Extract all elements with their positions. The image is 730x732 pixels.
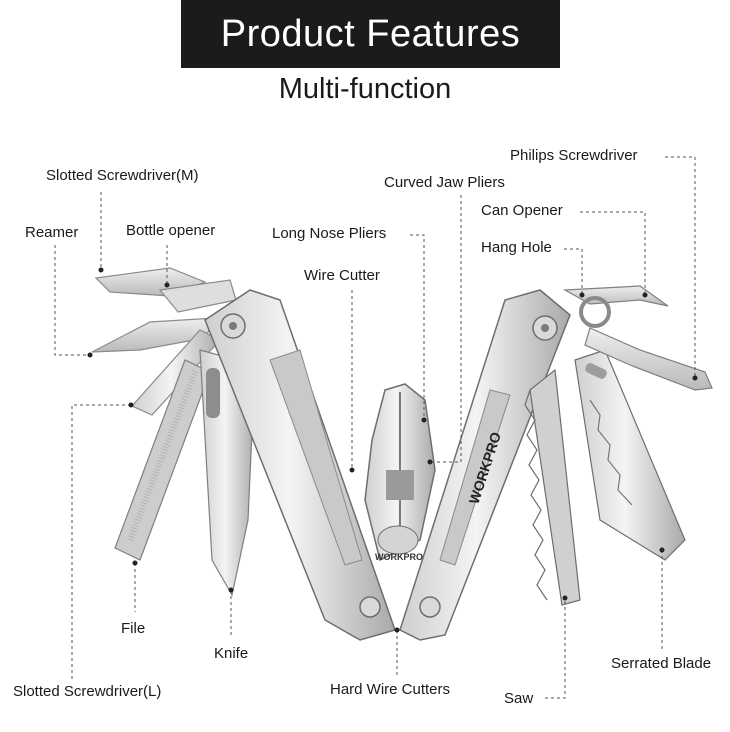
leader-hang-hole (564, 248, 583, 295)
label-wire-cutter: Wire Cutter (304, 267, 380, 284)
philips-screwdriver-tool (584, 327, 713, 391)
label-bottle-opener: Bottle opener (126, 222, 216, 239)
leader-can-opener (580, 211, 646, 295)
label-hang-hole: Hang Hole (481, 239, 552, 256)
label-reamer: Reamer (25, 224, 79, 241)
leader-lines (54, 156, 696, 699)
leader-dots (87, 267, 698, 633)
label-file: File (121, 620, 146, 637)
label-slotted-screwdriver-m: Slotted Screwdriver(M) (46, 167, 199, 184)
leader-long-nose-pliers (410, 234, 425, 420)
leader-philips-screwdriver (665, 156, 696, 378)
saw-tool (524, 368, 581, 606)
leader-reamer (54, 245, 90, 356)
page-subtitle: Multi-function (278, 73, 452, 105)
hang-hole-ring (579, 296, 611, 328)
leader-curved-jaw-pliers (430, 195, 462, 463)
right-handle: WORKPRO (399, 289, 571, 641)
label-slotted-screwdriver-l: Slotted Screwdriver(L) (13, 683, 162, 700)
label-saw: Saw (504, 690, 534, 707)
label-philips-screwdriver: Philips Screwdriver (510, 147, 638, 164)
label-serrated-blade: Serrated Blade (611, 655, 712, 672)
leader-saw (545, 598, 566, 699)
serrated-blade-tool (574, 349, 686, 561)
label-knife: Knife (214, 645, 249, 662)
label-can-opener: Can Opener (481, 202, 563, 219)
brand-small: WORKPRO (375, 552, 423, 562)
label-long-nose-pliers: Long Nose Pliers (272, 225, 387, 242)
leader-slotted-screwdriver-l (71, 404, 131, 680)
label-curved-jaw-pliers: Curved Jaw Pliers (384, 174, 505, 191)
pliers-head: WORKPRO (364, 383, 436, 562)
page-title: Product Features (220, 12, 521, 55)
label-hard-wire-cutters: Hard Wire Cutters (330, 681, 451, 698)
title-banner: Product Features (181, 0, 560, 68)
